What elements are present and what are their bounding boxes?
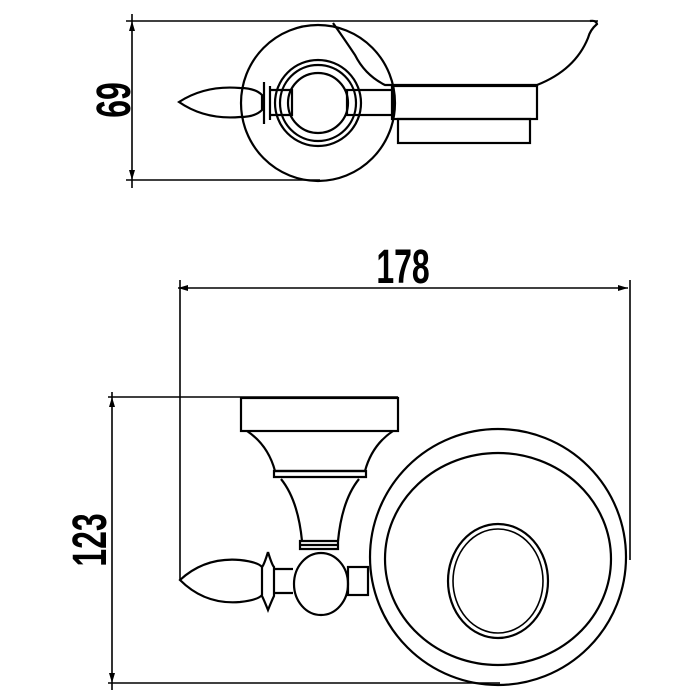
- dish-cup-upper: [246, 430, 394, 473]
- soap-bowl: [332, 19, 599, 87]
- leaf-finial-front: [178, 558, 264, 604]
- flange-ring-mid: [278, 63, 358, 143]
- front-view: 178 123: [62, 239, 631, 690]
- dish-stem: [280, 478, 360, 542]
- wall-plate-outer: [368, 427, 628, 687]
- bowl-foot: [396, 117, 532, 145]
- cup-band: [272, 469, 368, 479]
- finial-collar: [262, 82, 294, 124]
- bowl-base: [390, 84, 539, 121]
- flange-ring-outer: [273, 58, 363, 148]
- leaf-finial: [177, 86, 264, 119]
- dim-label-69: 69: [86, 82, 140, 118]
- flange-ring-inner: [286, 71, 350, 135]
- wall-plate-inner: [383, 451, 613, 667]
- arm-rod: [346, 565, 370, 597]
- soap-dish: [239, 396, 400, 433]
- joint-ball: [292, 551, 350, 617]
- center-hub-inner: [452, 528, 544, 634]
- center-hub-outer: [446, 522, 550, 640]
- dim-label-178: 178: [376, 239, 429, 293]
- stem-ring: [298, 539, 340, 551]
- wall-flange: [239, 23, 397, 183]
- finial-collar-front: [261, 551, 293, 613]
- dim-label-123: 123: [62, 513, 116, 566]
- top-view: 69: [86, 14, 599, 188]
